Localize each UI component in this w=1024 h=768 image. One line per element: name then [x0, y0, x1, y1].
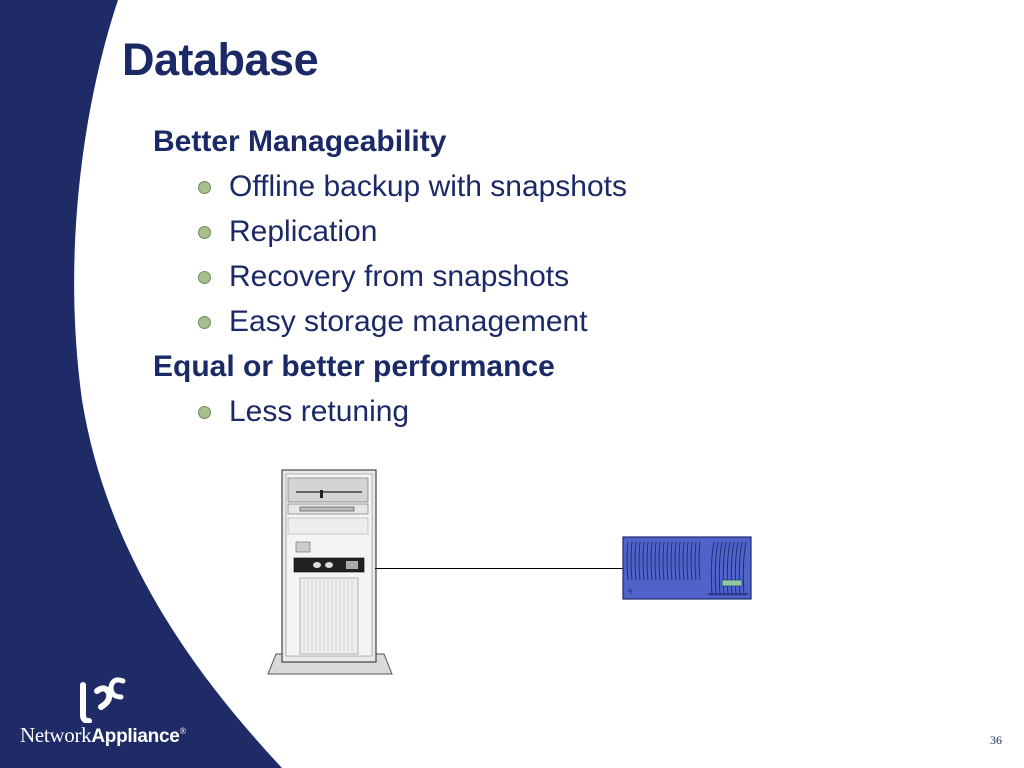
bullet-dot-icon	[198, 225, 211, 239]
slide-title: Database	[122, 34, 319, 85]
svg-text:ꟻ: ꟻ	[628, 588, 632, 596]
bullet-text: Less retuning	[229, 395, 410, 428]
logo-text-regular: Network	[20, 723, 92, 747]
bullet-text: Offline backup with snapshots	[229, 170, 628, 203]
page-number: 36	[990, 733, 1002, 747]
section-heading-manageability: Better Manageability	[153, 125, 447, 158]
logo-registered-mark: ®	[179, 726, 187, 736]
bullet-item: Recovery from snapshots	[198, 260, 569, 294]
bullet-item: Offline backup with snapshots	[198, 170, 627, 204]
server-tower-icon	[267, 469, 393, 675]
bullet-dot-icon	[198, 180, 211, 194]
bullet-dot-icon	[198, 270, 211, 284]
logo-text-bold: Appliance	[91, 726, 180, 747]
bullet-item: Less retuning	[198, 395, 409, 429]
section-heading-performance: Equal or better performance	[153, 350, 555, 383]
bullet-item: Easy storage management	[198, 305, 588, 339]
bullet-dot-icon	[198, 405, 211, 419]
company-logo-text: NetworkAppliance®	[20, 723, 186, 748]
bullet-text: Replication	[229, 215, 378, 248]
storage-filer-icon: ꟻ	[622, 536, 752, 600]
network-cable	[375, 568, 623, 569]
bullet-item: Replication	[198, 215, 377, 249]
bullet-text: Recovery from snapshots	[229, 260, 570, 293]
netapp-logo-icon	[80, 677, 126, 723]
bullet-dot-icon	[198, 315, 211, 329]
bullet-text: Easy storage management	[229, 305, 588, 338]
